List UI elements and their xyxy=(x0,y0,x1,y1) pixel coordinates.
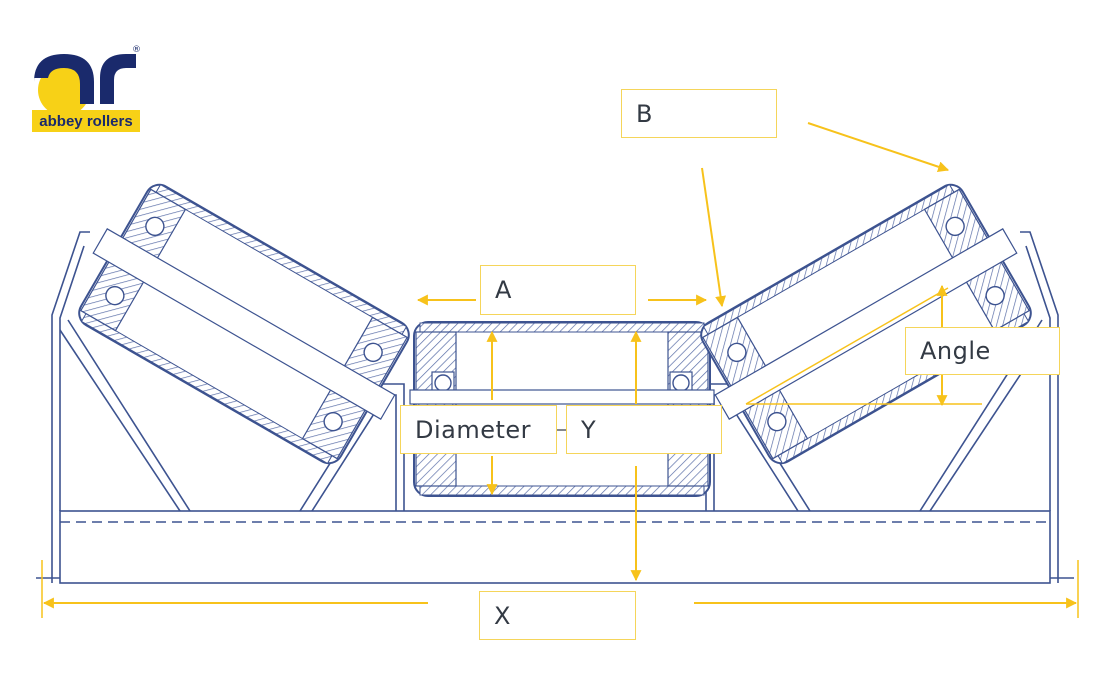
angle-ref-inclined xyxy=(745,287,949,405)
dim-b-arrow-lower xyxy=(701,167,727,308)
logo-blue-arch-a xyxy=(34,54,94,104)
label-a: A xyxy=(480,265,636,315)
label-x: X xyxy=(479,591,636,640)
label-y: Y xyxy=(566,405,722,454)
dimension-lines xyxy=(41,122,1079,618)
logo-yellow-circle xyxy=(38,64,90,116)
label-b: B xyxy=(621,89,777,138)
logo-wordmark: abbey rollers xyxy=(32,110,140,132)
label-diameter: Diameter xyxy=(400,405,557,454)
right-wing-roller xyxy=(700,183,1032,465)
abbey-rollers-logo: ® xyxy=(34,45,141,116)
dim-b-arrow-upper xyxy=(807,122,950,173)
left-wing-roller xyxy=(78,183,410,465)
logo-blue-arch-r xyxy=(100,54,136,104)
label-angle: Angle xyxy=(905,327,1060,375)
logo-reg-mark: ® xyxy=(132,45,141,55)
